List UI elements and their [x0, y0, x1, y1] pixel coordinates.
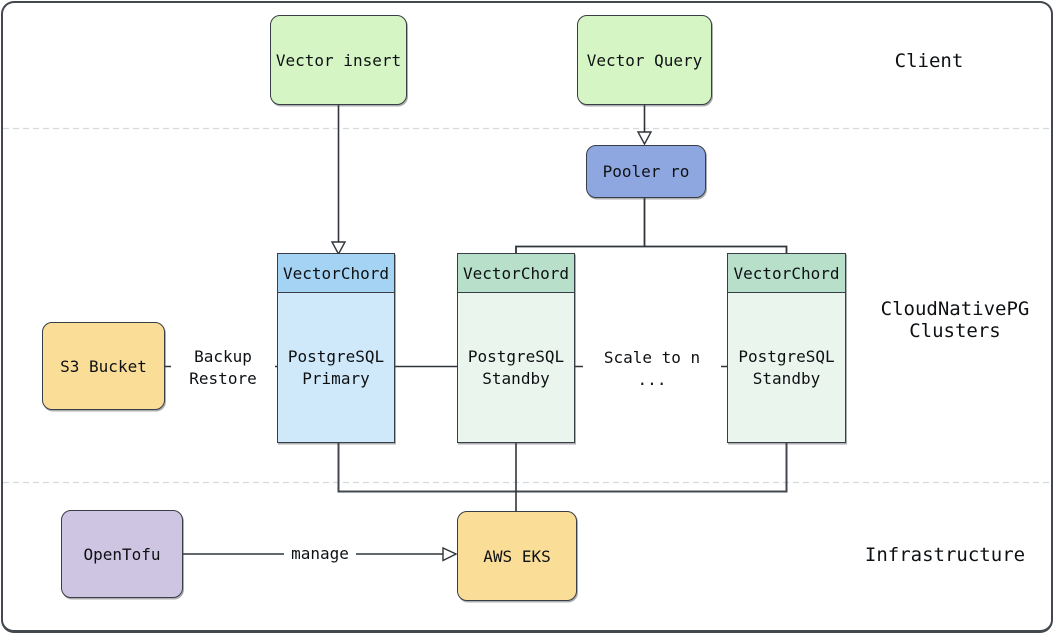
- node-s3-bucket-label: S3 Bucket: [60, 356, 147, 376]
- node-vector-query-label: Vector Query: [586, 50, 703, 70]
- clusters-label-line2: Clusters: [909, 320, 1001, 342]
- standby2-body-line1: PostgreSQL: [738, 346, 835, 366]
- node-standby1-body: PostgreSQL Standby: [458, 293, 574, 442]
- standby2-header-label: VectorChord: [733, 263, 840, 283]
- edge-label-manage: manage: [284, 543, 356, 564]
- node-postgresql-primary[interactable]: VectorChord PostgreSQL Primary: [277, 253, 395, 443]
- node-standby1-header: VectorChord: [458, 254, 574, 293]
- section-label-client: Client: [894, 50, 964, 72]
- node-opentofu-label: OpenTofu: [83, 544, 161, 564]
- node-pooler-ro-label: Pooler ro: [602, 162, 690, 181]
- node-postgresql-standby-2[interactable]: VectorChord PostgreSQL Standby: [727, 253, 846, 443]
- node-vector-query[interactable]: Vector Query: [577, 15, 712, 105]
- standby1-body-line2: Standby: [482, 368, 550, 388]
- standby2-body-line2: Standby: [752, 368, 821, 388]
- node-opentofu[interactable]: OpenTofu: [61, 510, 183, 598]
- node-standby2-header: VectorChord: [728, 254, 845, 293]
- node-standby2-body: PostgreSQL Standby: [728, 293, 845, 442]
- node-s3-bucket[interactable]: S3 Bucket: [42, 322, 165, 410]
- primary-header-label: VectorChord: [283, 263, 389, 283]
- node-vector-insert-label: Vector insert: [275, 50, 402, 70]
- primary-body-line2: Primary: [302, 368, 370, 388]
- section-label-cloudnativepg-clusters: CloudNativePG Clusters: [855, 298, 1054, 342]
- standby1-header-label: VectorChord: [463, 263, 569, 283]
- primary-body-line1: PostgreSQL: [287, 346, 385, 366]
- node-postgresql-standby-1[interactable]: VectorChord PostgreSQL Standby: [457, 253, 575, 443]
- backup-label-line2: Restore: [189, 369, 257, 388]
- scale-label-line1: Scale to n: [603, 348, 701, 367]
- edge-clusters-bus: [337, 443, 788, 493]
- backup-label-line1: Backup: [194, 347, 252, 366]
- node-postgresql-primary-header: VectorChord: [278, 254, 394, 293]
- clusters-label-line1: CloudNativePG: [880, 298, 1030, 320]
- edge-label-scale-to-n: Scale to n ...: [583, 347, 721, 391]
- standby1-body-line1: PostgreSQL: [467, 346, 565, 366]
- arrowhead-query-pooler: [636, 131, 653, 146]
- node-pooler-ro[interactable]: Pooler ro: [586, 145, 706, 198]
- node-aws-eks[interactable]: AWS EKS: [457, 511, 577, 601]
- edge-label-backup-restore: Backup Restore: [171, 346, 275, 390]
- scale-label-line2: ...: [637, 370, 667, 389]
- section-label-infrastructure: Infrastructure: [864, 544, 1026, 566]
- edge-pooler-to-standbys: [515, 198, 788, 253]
- arrowhead-manage-eks: [442, 546, 458, 562]
- node-aws-eks-label: AWS EKS: [483, 546, 551, 566]
- node-postgresql-primary-body: PostgreSQL Primary: [278, 293, 394, 442]
- arrowhead-insert-primary: [330, 241, 347, 256]
- node-vector-insert[interactable]: Vector insert: [270, 15, 407, 105]
